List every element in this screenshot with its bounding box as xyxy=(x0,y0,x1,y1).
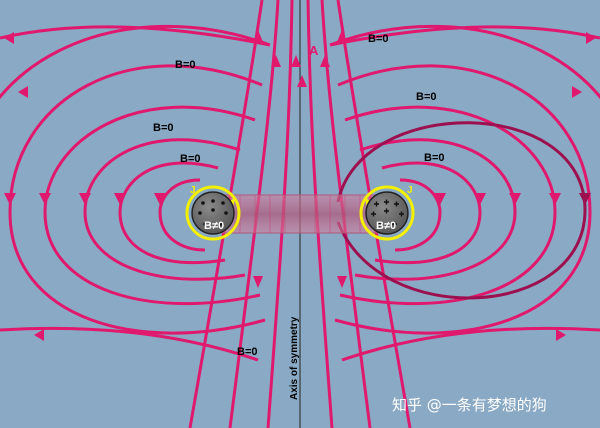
arrow-up-icon xyxy=(337,30,347,42)
arrow-down-icon xyxy=(509,193,521,205)
highlighted-field-line xyxy=(336,121,587,300)
field-line xyxy=(228,0,280,428)
field-line-left xyxy=(83,138,246,281)
label-current-j: J xyxy=(407,185,413,196)
arrow-down-icon xyxy=(4,193,16,205)
current-loop-left xyxy=(185,185,241,241)
label-vector-potential: A xyxy=(309,43,319,58)
field-line-left xyxy=(118,161,226,265)
field-line xyxy=(266,0,294,428)
arrow-down-icon xyxy=(434,193,446,205)
field-line-left xyxy=(43,105,261,306)
field-line xyxy=(320,0,372,428)
field-line-right-inner xyxy=(394,178,442,252)
arrow-down-icon xyxy=(114,193,126,205)
label-b-nonzero: B≠0 xyxy=(376,220,396,232)
field-line-bottom-right xyxy=(341,326,600,362)
field-line-top-left xyxy=(0,25,271,47)
arrow-down-icon xyxy=(39,193,51,205)
field-line-left xyxy=(8,64,266,335)
arrow-up-icon xyxy=(271,55,281,67)
arrow-down-icon xyxy=(579,193,591,205)
field-line-top-right xyxy=(329,25,600,47)
field-line-right xyxy=(339,105,557,306)
label-axis-of-symmetry: Axis of symmetry xyxy=(289,316,300,400)
label-b-zero: B=0 xyxy=(180,153,201,165)
arrow-down-icon xyxy=(549,193,561,205)
label-current-j: J xyxy=(190,185,196,196)
field-line-left-outer xyxy=(0,24,271,100)
arrow-up-icon xyxy=(320,55,330,67)
current-loop-right xyxy=(359,185,415,241)
label-b-zero: B=0 xyxy=(153,122,174,134)
field-line-right xyxy=(354,138,517,281)
arrow-up-icon xyxy=(291,55,301,67)
field-direction-arrows xyxy=(4,30,596,341)
field-line xyxy=(306,0,334,428)
label-b-zero: B=0 xyxy=(416,91,437,103)
arrow-right-icon xyxy=(556,329,566,341)
left-core xyxy=(185,185,241,241)
arrow-left-icon xyxy=(4,32,14,44)
field-line-right xyxy=(334,64,592,335)
arrow-left-icon xyxy=(18,86,28,98)
label-b-zero: B=0 xyxy=(175,59,196,71)
arrow-down-icon xyxy=(154,193,166,205)
label-b-zero: B=0 xyxy=(237,346,258,358)
arrow-up-icon xyxy=(297,75,307,87)
field-line-left-inner xyxy=(158,178,206,252)
label-b-nonzero: B≠0 xyxy=(204,220,224,232)
arrow-down-icon xyxy=(474,193,486,205)
watermark: 知乎 @一条有梦想的狗 xyxy=(392,396,547,414)
field-line-right-outer xyxy=(329,24,600,100)
label-b-zero: B=0 xyxy=(424,152,445,164)
right-core xyxy=(359,185,415,241)
arrow-left-icon xyxy=(34,329,44,341)
arrow-up-icon xyxy=(337,276,347,288)
arrow-right-icon xyxy=(586,32,596,44)
arrow-down-icon xyxy=(79,193,91,205)
label-b-zero: B=0 xyxy=(368,33,389,45)
arrow-right-icon xyxy=(572,86,582,98)
arrow-up-icon xyxy=(253,30,263,42)
field-line-right xyxy=(374,161,482,265)
arrow-up-icon xyxy=(253,276,263,288)
field-line-bottom-left xyxy=(0,326,259,362)
